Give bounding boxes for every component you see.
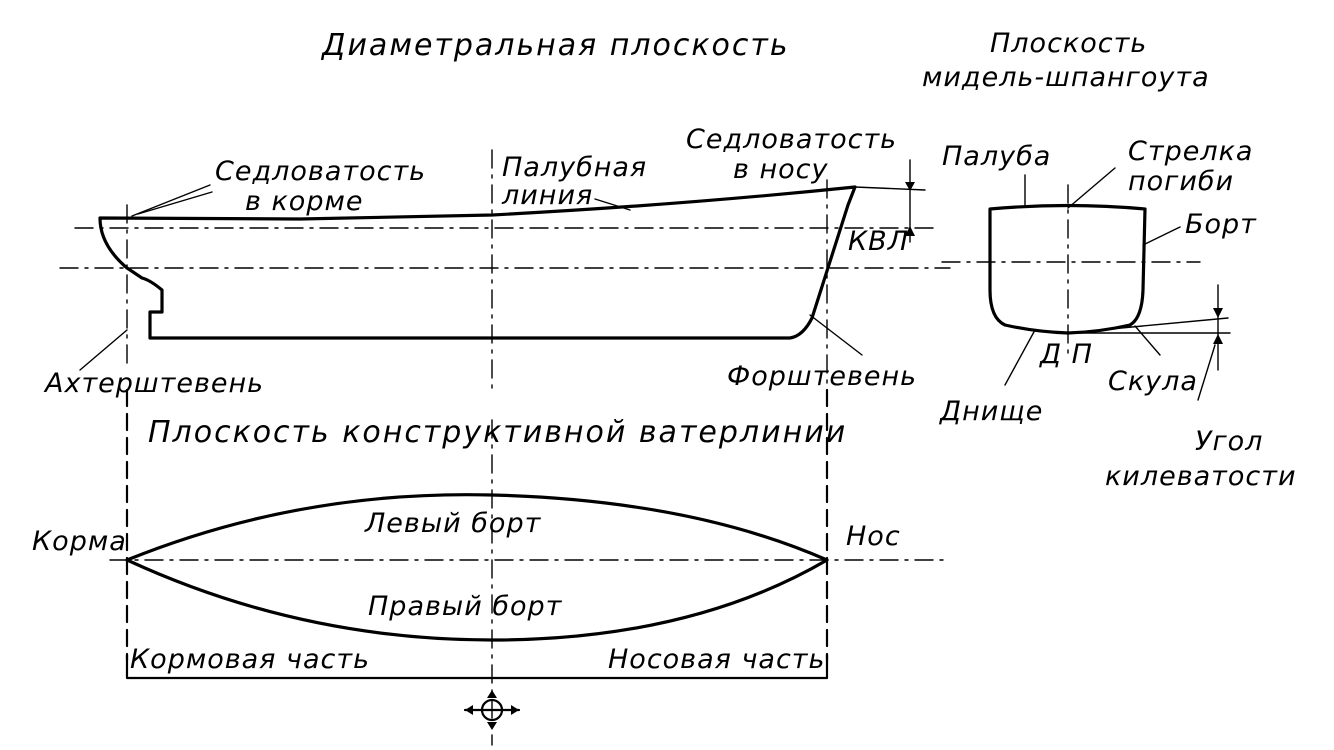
deadrise-line bbox=[1067, 317, 1229, 334]
label-deadrise-1: Угол bbox=[1195, 426, 1263, 457]
label-sternpost: Ахтерштевень bbox=[43, 368, 264, 399]
label-port-side: Левый борт bbox=[364, 508, 542, 539]
leader-deck-line bbox=[594, 198, 631, 211]
label-fore-part: Носовая часть bbox=[608, 644, 825, 675]
title-midship-plane-1: Плоскость bbox=[990, 28, 1147, 59]
leader-deadrise bbox=[1197, 344, 1216, 401]
plan-view bbox=[109, 388, 946, 746]
label-stern: Корма bbox=[32, 526, 127, 557]
arrow-up-icon bbox=[1213, 334, 1223, 344]
label-sheer-bow-2: в носу bbox=[733, 154, 829, 185]
label-stem: Форштевень bbox=[727, 361, 917, 392]
label-camber-2: погиби bbox=[1128, 166, 1234, 197]
label-sheer-stern-2: в корме bbox=[245, 186, 363, 217]
label-kvl: КВЛ bbox=[848, 226, 909, 257]
label-deck-line-2: линия bbox=[501, 180, 593, 211]
label-sheer-stern-1: Седловатость bbox=[215, 156, 426, 187]
arrow-down-icon bbox=[905, 182, 915, 191]
title-waterline-plane: Плоскость конструктивной ватерлинии bbox=[148, 415, 847, 450]
label-camber-1: Стрелка bbox=[1128, 136, 1253, 167]
leader-camber bbox=[1067, 167, 1116, 209]
leader-sheer-stern bbox=[131, 184, 211, 217]
title-diametral-plane: Диаметральная плоскость bbox=[320, 28, 790, 63]
midship-symbol-icon bbox=[463, 690, 521, 730]
leader-stem bbox=[809, 314, 863, 356]
label-bottom: Днище bbox=[939, 396, 1043, 427]
label-side: Борт bbox=[1185, 209, 1257, 240]
waterline-starboard-curve bbox=[125, 558, 829, 642]
midship-outline bbox=[988, 203, 1147, 335]
midship-section bbox=[941, 167, 1231, 401]
label-deck: Палуба bbox=[942, 141, 1051, 172]
label-aft-part: Кормовая часть bbox=[130, 644, 370, 675]
parts-bracket bbox=[125, 653, 829, 680]
title-midship-plane-2: мидель-шпангоута bbox=[922, 62, 1210, 93]
leader-side bbox=[1142, 226, 1181, 246]
leader-bilge bbox=[1134, 325, 1161, 356]
label-deadrise-2: килеватости bbox=[1105, 461, 1297, 492]
label-starboard-side: Правый борт bbox=[368, 591, 563, 622]
leader-bottom bbox=[1004, 329, 1036, 386]
label-deck-line-1: Палубная bbox=[502, 152, 647, 183]
leader-sheer-stern-2 bbox=[137, 191, 213, 215]
leader-sternpost bbox=[79, 329, 128, 371]
side-view bbox=[59, 149, 951, 396]
hull-side-outline bbox=[98, 185, 857, 340]
label-bow: Нос bbox=[846, 521, 901, 552]
label-sheer-bow-1: Седловатость bbox=[686, 124, 897, 155]
sheer-bow-dim-line bbox=[854, 186, 926, 191]
arrow-down-icon bbox=[1213, 308, 1223, 318]
arrow-up-icon bbox=[905, 226, 915, 236]
label-dp: Д П bbox=[1039, 339, 1093, 370]
waterline-port-curve bbox=[125, 493, 829, 562]
label-bilge: Скула bbox=[1108, 366, 1198, 397]
